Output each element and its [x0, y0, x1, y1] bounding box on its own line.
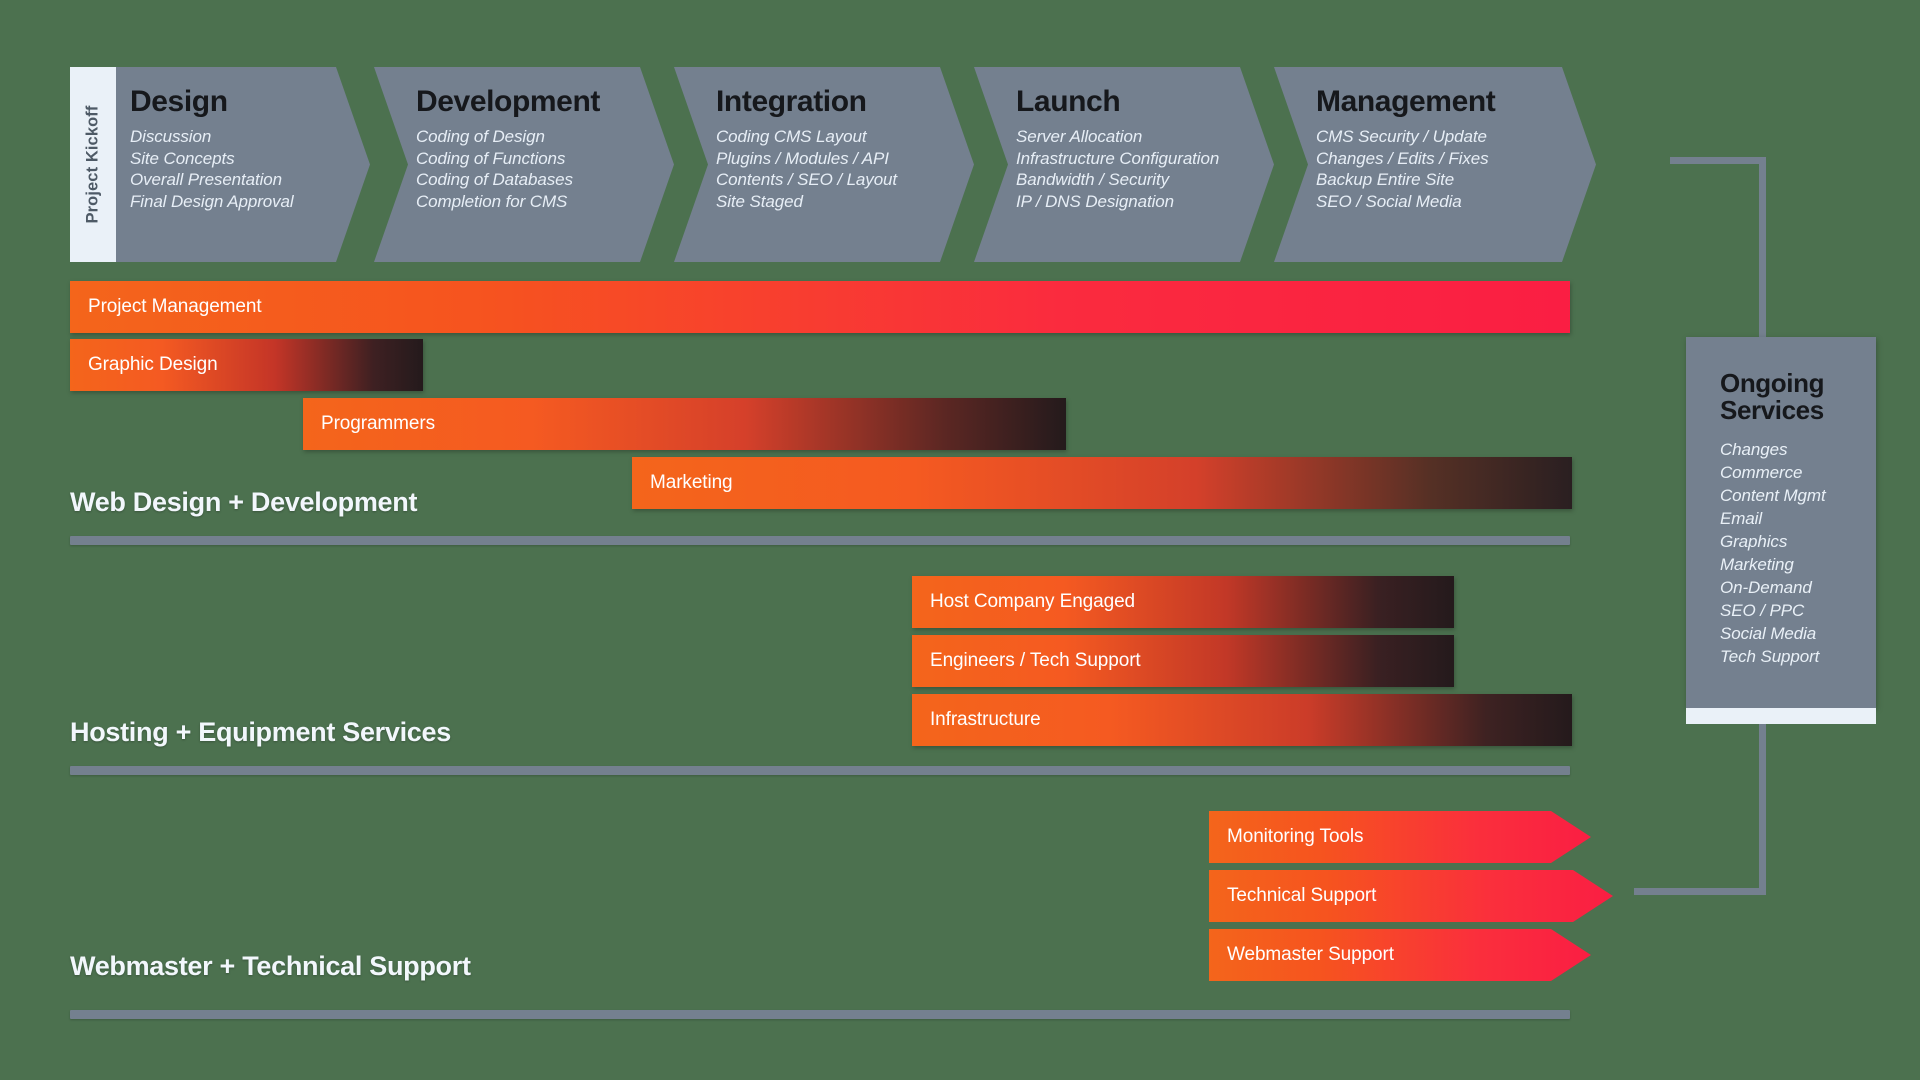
- bar-marketing[interactable]: Marketing: [632, 457, 1572, 509]
- bar-project-management[interactable]: Project Management: [70, 281, 1570, 333]
- bar-infrastructure[interactable]: Infrastructure: [912, 694, 1572, 746]
- phase-management[interactable]: Management CMS Security / Update Changes…: [1274, 67, 1596, 262]
- phase-design[interactable]: Project Kickoff Design Discussion Site C…: [70, 67, 370, 262]
- bar-label: Marketing: [650, 472, 733, 493]
- phase-launch[interactable]: Launch Server Allocation Infrastructure …: [974, 67, 1274, 262]
- bar-label: Technical Support: [1227, 885, 1377, 906]
- connector-bottom-vertical: [1759, 712, 1766, 895]
- phase-item: SEO / Social Media: [1316, 191, 1462, 211]
- bar-label: Engineers / Tech Support: [930, 650, 1141, 671]
- ongoing-services-panel[interactable]: Ongoing Services Changes Commerce Conten…: [1686, 337, 1876, 708]
- list-item: Changes: [1720, 440, 1788, 459]
- bar-graphic-design[interactable]: Graphic Design: [70, 339, 423, 391]
- ongoing-title-line2: Services: [1720, 395, 1824, 425]
- list-item: On-Demand: [1720, 578, 1812, 597]
- list-item: Graphics: [1720, 532, 1788, 551]
- list-item: Content Mgmt: [1720, 486, 1826, 505]
- phase-item: Completion for CMS: [416, 191, 568, 211]
- phase-title-design: Design: [130, 85, 228, 118]
- phase-item: Discussion: [130, 127, 212, 146]
- phase-title-management: Management: [1316, 85, 1496, 118]
- group-label-hosting-equipment-services: Hosting + Equipment Services: [70, 717, 451, 747]
- group-label-webmaster-technical-support: Webmaster + Technical Support: [70, 951, 471, 981]
- project-kickoff-label: Project Kickoff: [83, 105, 102, 224]
- phase-items-design: Discussion Site Concepts Overall Present…: [130, 126, 294, 212]
- group-divider-2: [70, 766, 1570, 775]
- phase-item: Coding of Functions: [416, 148, 566, 168]
- phase-item: CMS Security / Update: [1316, 127, 1487, 146]
- phase-item: Coding of Design: [416, 127, 545, 146]
- phase-title-launch: Launch: [1016, 85, 1121, 118]
- list-item: SEO / PPC: [1720, 601, 1805, 620]
- list-item: Social Media: [1720, 624, 1817, 643]
- phase-development[interactable]: Development Coding of Design Coding of F…: [374, 67, 674, 262]
- phase-item: Contents / SEO / Layout: [716, 170, 898, 189]
- connector-bottom-horizontal: [1634, 888, 1766, 895]
- bar-host-company-engaged[interactable]: Host Company Engaged: [912, 576, 1454, 628]
- list-item: Commerce: [1720, 463, 1803, 482]
- phase-item: IP / DNS Designation: [1016, 191, 1174, 211]
- phase-item: Bandwidth / Security: [1016, 170, 1169, 189]
- group-divider-1: [70, 536, 1570, 545]
- phase-items-development: Coding of Design Coding of Functions Cod…: [416, 126, 600, 212]
- ongoing-title-line1: Ongoing: [1720, 368, 1825, 398]
- phase-item: Site Concepts: [130, 148, 235, 168]
- project-kickoff-tab: Project Kickoff: [70, 67, 116, 262]
- phase-item: Backup Entire Site: [1316, 170, 1455, 189]
- phase-integration[interactable]: Integration Coding CMS Layout Plugins / …: [674, 67, 974, 262]
- ongoing-services-title: Ongoing Services: [1720, 370, 1826, 424]
- group-label-web-design-development: Web Design + Development: [70, 487, 418, 517]
- list-item: Tech Support: [1720, 647, 1820, 666]
- bar-programmers[interactable]: Programmers: [303, 398, 1066, 450]
- group-divider-3: [70, 1010, 1570, 1019]
- ongoing-services-list: Changes Commerce Content Mgmt Email Grap…: [1720, 438, 1826, 668]
- phase-item: Server Allocation: [1016, 127, 1143, 146]
- connector-top-horizontal: [1670, 157, 1766, 164]
- phase-items-launch: Server Allocation Infrastructure Configu…: [1016, 126, 1219, 212]
- phase-item: Overall Presentation: [130, 170, 283, 189]
- list-item: Email: [1720, 509, 1763, 528]
- phase-title-development: Development: [416, 85, 600, 118]
- phase-item: Site Staged: [716, 191, 803, 211]
- bar-monitoring-tools[interactable]: Monitoring Tools: [1209, 811, 1591, 863]
- phase-item: Infrastructure Configuration: [1016, 148, 1220, 168]
- bar-label: Project Management: [88, 296, 262, 317]
- phase-title-integration: Integration: [716, 85, 867, 118]
- ongoing-services-footer: [1686, 708, 1876, 724]
- bar-engineers-tech-support[interactable]: Engineers / Tech Support: [912, 635, 1454, 687]
- phase-item: Final Design Approval: [130, 191, 294, 211]
- phase-item: Plugins / Modules / API: [716, 148, 889, 168]
- bar-label: Programmers: [321, 413, 435, 434]
- list-item: Marketing: [1720, 555, 1794, 574]
- phase-items-integration: Coding CMS Layout Plugins / Modules / AP…: [716, 126, 897, 212]
- bar-label: Graphic Design: [88, 354, 218, 375]
- bar-label: Infrastructure: [930, 709, 1041, 730]
- phase-item: Coding CMS Layout: [716, 127, 867, 146]
- phase-item: Changes / Edits / Fixes: [1316, 148, 1489, 168]
- phase-items-management: CMS Security / Update Changes / Edits / …: [1316, 126, 1495, 212]
- phase-item: Coding of Databases: [416, 170, 573, 189]
- bar-label: Webmaster Support: [1227, 944, 1394, 965]
- bar-webmaster-support[interactable]: Webmaster Support: [1209, 929, 1591, 981]
- bar-label: Host Company Engaged: [930, 591, 1136, 612]
- bar-label: Monitoring Tools: [1227, 826, 1364, 847]
- bar-technical-support[interactable]: Technical Support: [1209, 870, 1613, 922]
- connector-top-vertical: [1759, 157, 1766, 344]
